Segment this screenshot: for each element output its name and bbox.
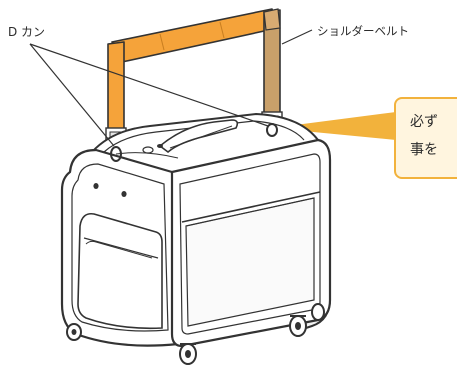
shoulder-belt-label: ショルダーベルト <box>317 24 409 38</box>
wheel-back-right <box>311 303 325 321</box>
callout-pointer <box>272 112 396 140</box>
callout-line-1: 必ず <box>410 114 438 130</box>
callout-line-2: 事を <box>410 142 438 158</box>
wheels <box>66 303 325 365</box>
wheel-front-left <box>179 343 197 365</box>
carrier-body <box>60 113 332 348</box>
d-ring-label: D カン <box>8 25 46 39</box>
wheel-front-right <box>289 315 307 337</box>
d-ring-right <box>266 123 278 137</box>
d-ring-left <box>110 146 122 162</box>
callout-box: 必ず 事を <box>394 97 457 179</box>
leader-lines <box>29 29 313 147</box>
wheel-back-left <box>66 323 82 341</box>
